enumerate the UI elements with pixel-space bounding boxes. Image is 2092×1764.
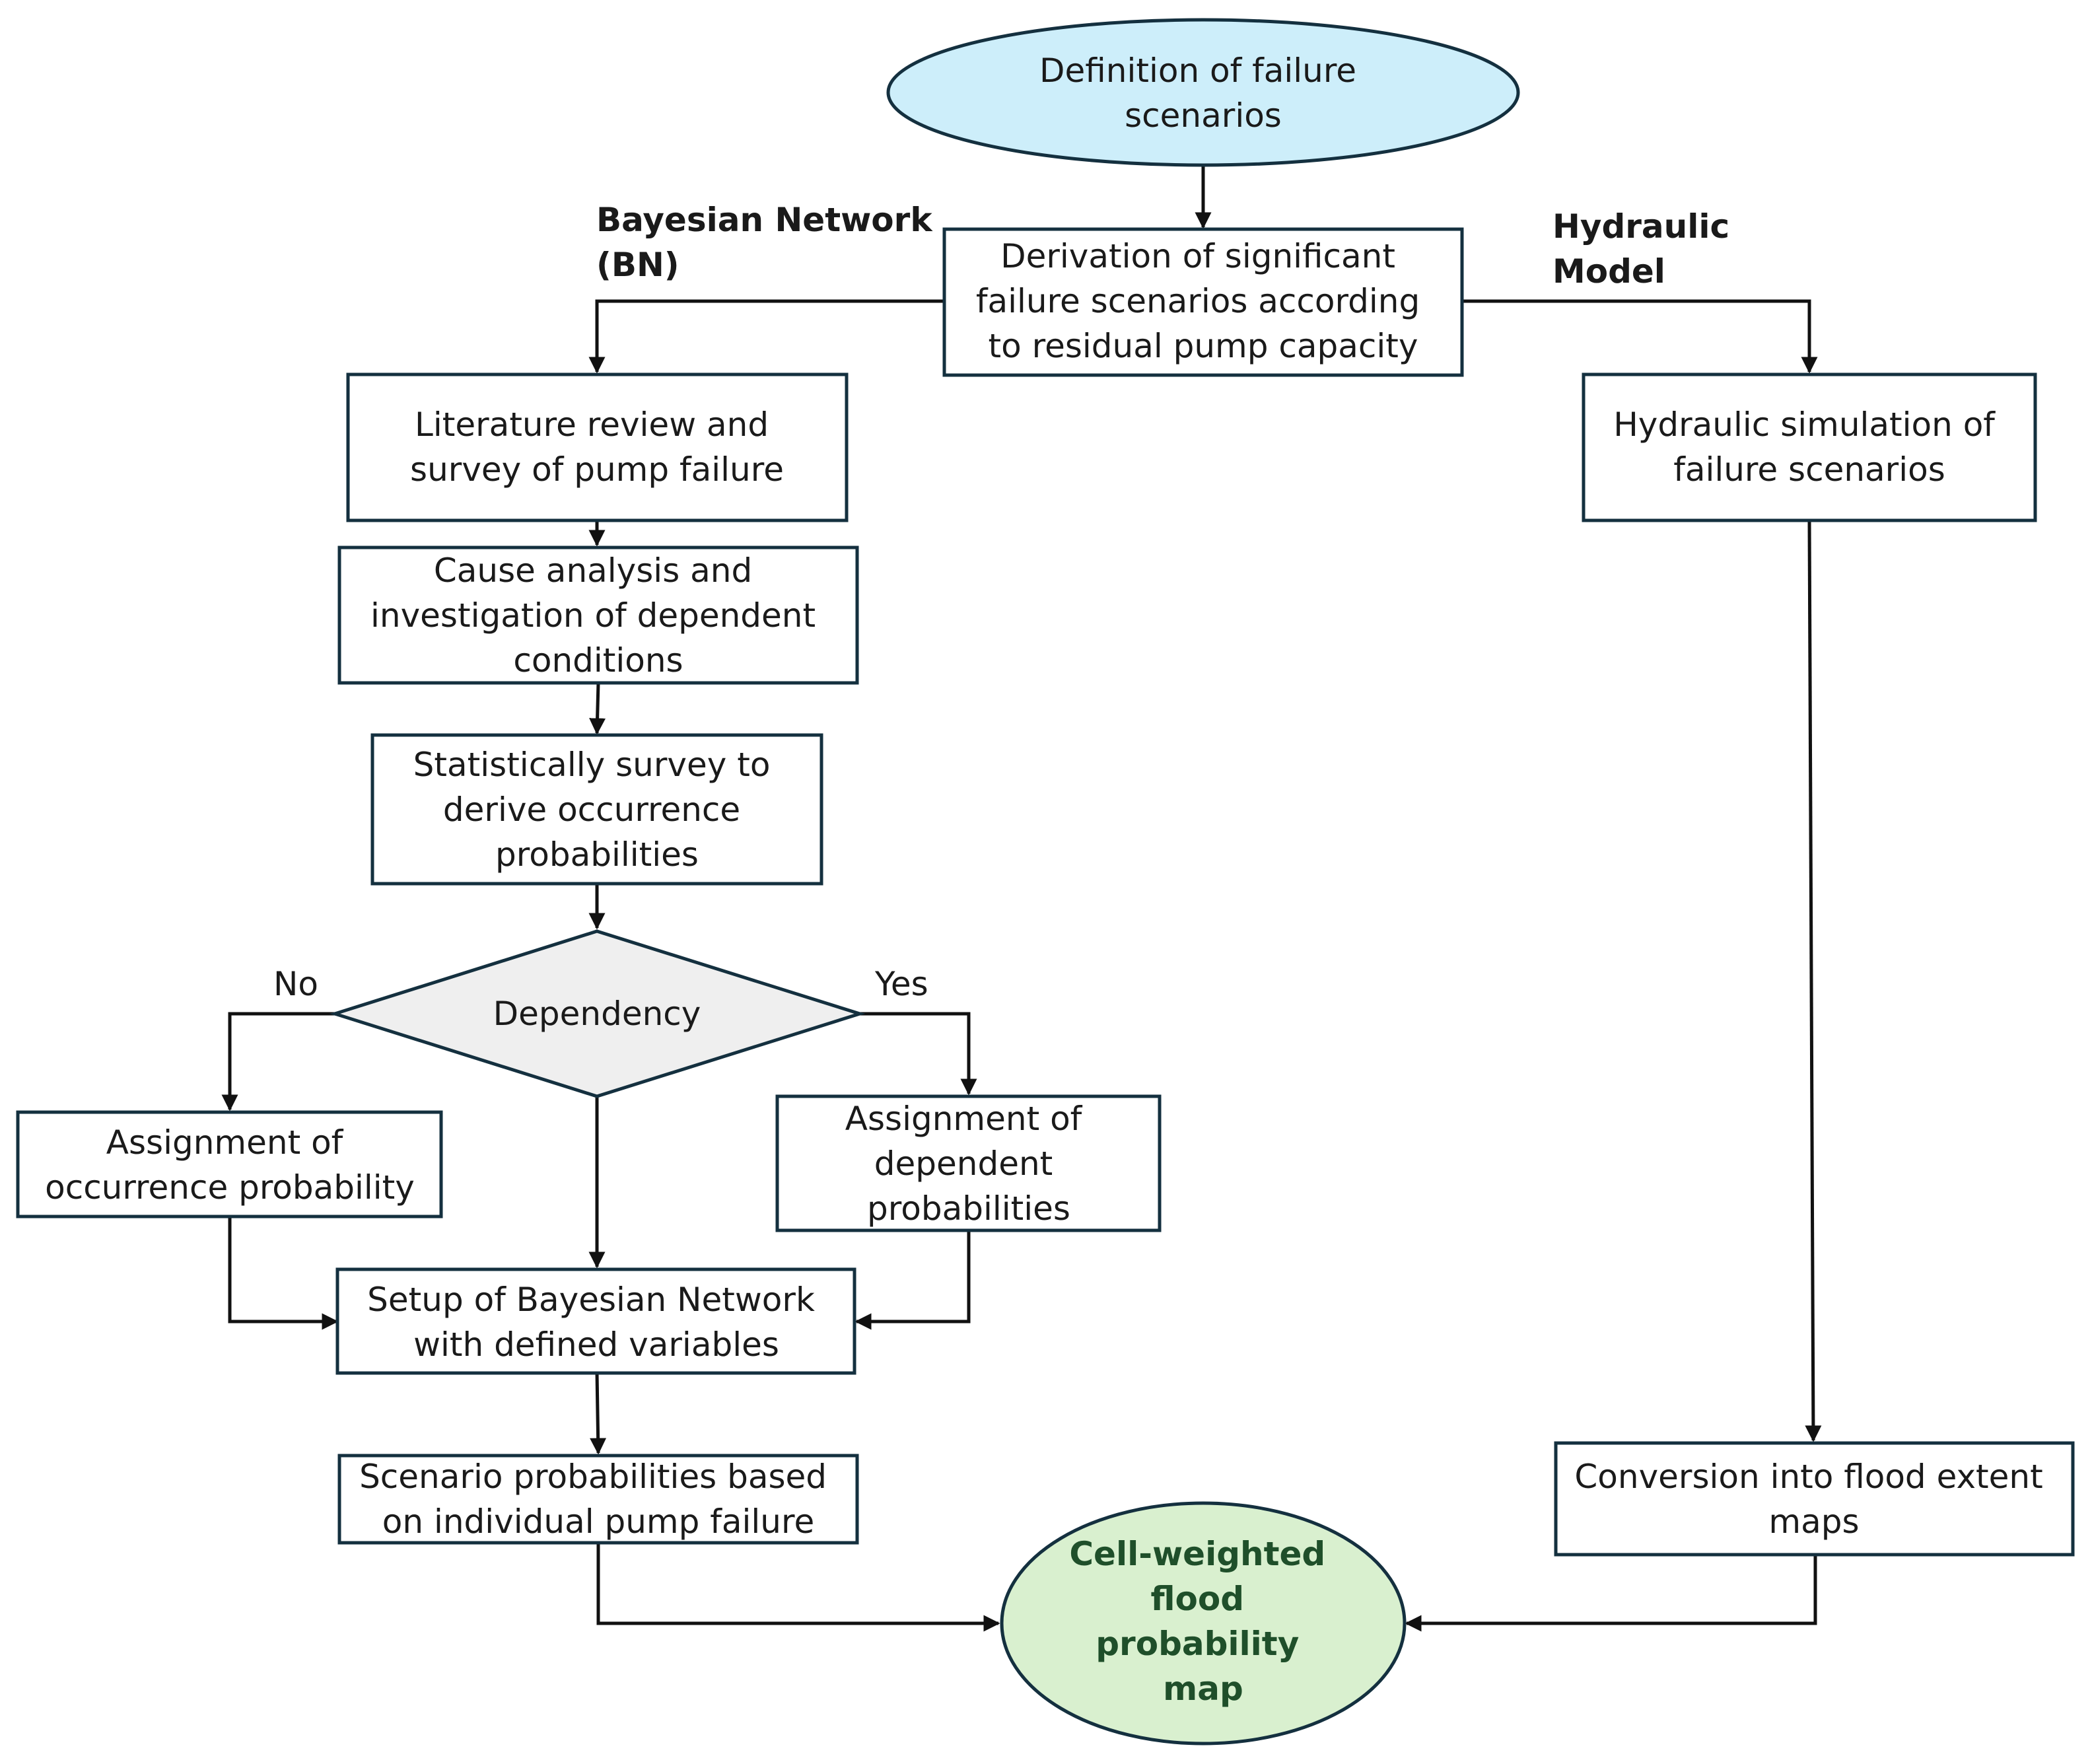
node-labels: Definition of failure scenarios Derivati… [45, 52, 2053, 1708]
arrow-dependency-no [221, 1012, 335, 1111]
conversion-label: Conversion into flood extent maps [1574, 1458, 2053, 1541]
connectors [221, 165, 1822, 1632]
literature-box [346, 372, 849, 522]
dependency-diamond [329, 929, 866, 1098]
arrow-setup-to-scenario [590, 1372, 607, 1455]
arrow-cause-to-statistical [589, 682, 606, 735]
setup-bn-box [335, 1267, 856, 1375]
statistical-label: Statistically survey to derive occurrenc… [413, 746, 781, 874]
derivation-label: Derivation of significant failure scenar… [976, 237, 1430, 365]
arrow-scenario-to-result [596, 1543, 1000, 1632]
start-ellipse [886, 18, 1520, 167]
assign-occ-label: Assignment of occurrence probability [45, 1123, 415, 1207]
result-ellipse [1000, 1501, 1407, 1746]
bn-branch-heading: Bayesian Network (BN) [596, 201, 944, 284]
arrow-conversion-to-result [1405, 1555, 1817, 1632]
hydraulic-sim-label: Hydraulic simulation of failure scenario… [1613, 406, 2005, 489]
conversion-box [1554, 1441, 2075, 1557]
assign-dep-box [775, 1094, 1162, 1232]
hydraulic-sim-box [1582, 372, 2037, 522]
cause-label: Cause analysis and investigation of depe… [370, 551, 826, 680]
arrow-dependency-yes [860, 1012, 977, 1096]
assign-occ-box [16, 1110, 443, 1218]
arrow-assign-dep-to-setup [854, 1230, 971, 1330]
no-label: No [273, 965, 318, 1003]
statistical-box [370, 733, 823, 886]
shapes [16, 18, 2075, 1746]
dependency-label: Dependency [493, 995, 701, 1033]
yes-label: Yes [874, 965, 928, 1003]
result-label: Cell-weighted flood probability map [1069, 1535, 1337, 1708]
scenario-prob-label: Scenario probabilities based on individu… [359, 1458, 837, 1541]
scenario-prob-box [337, 1454, 859, 1545]
arrow-assign-occ-to-setup [228, 1217, 339, 1330]
branch-labels: Bayesian Network (BN) Hydraulic Model No… [273, 201, 1741, 1003]
literature-label: Literature review and survey of pump fai… [410, 406, 784, 489]
arrow-derivation-to-literature [588, 299, 943, 374]
start-label: Definition of failure scenarios [1039, 52, 1367, 135]
derivation-box [942, 227, 1464, 377]
arrow-derivation-to-hydraulic-sim [1462, 299, 1818, 374]
hydraulic-branch-heading: Hydraulic Model [1552, 207, 1741, 291]
arrow-hydraulic-sim-to-conversion [1805, 520, 1822, 1442]
setup-bn-label: Setup of Bayesian Network with defined v… [367, 1281, 825, 1364]
assign-dep-label: Assignment of dependent probabilities [845, 1100, 1092, 1228]
cause-box [337, 546, 859, 685]
